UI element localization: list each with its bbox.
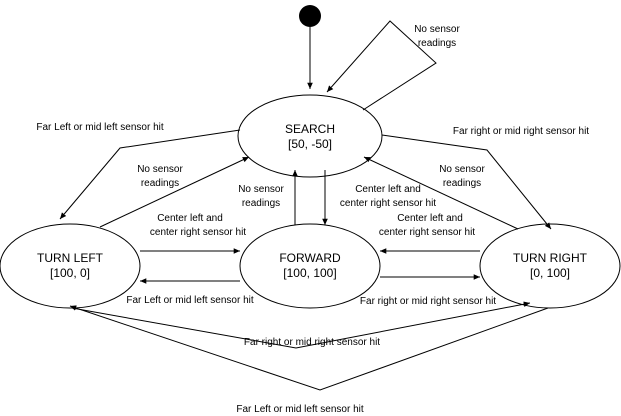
state-turn-left-name: TURN LEFT	[37, 251, 104, 265]
transition-turn-right-to-turn-left: Far Left or mid left sensor hit	[69, 305, 549, 415]
label-turn-right-to-forward-1: Center left and	[397, 213, 463, 224]
label-turn-right-to-search-2: readings	[443, 178, 481, 189]
transition-search-to-forward: Center left and center right sensor hit	[322, 170, 436, 225]
label-search-to-forward-1: Center left and	[355, 184, 421, 195]
label-search-to-forward-2: center right sensor hit	[340, 198, 436, 209]
label-search-self-1: No sensor	[414, 24, 460, 35]
label-turn-left-to-forward-2: center right sensor hit	[150, 227, 246, 238]
transition-search-to-turn-right: Far right or mid right sensor hit	[381, 126, 589, 230]
label-turn-right-to-forward-2: center right sensor hit	[379, 227, 475, 238]
state-search[interactable]: SEARCH [50, -50]	[237, 94, 383, 178]
label-turn-left-to-search-1: No sensor	[137, 164, 183, 175]
state-turn-left[interactable]: TURN LEFT [100, 0]	[0, 223, 141, 309]
transition-search-self: No sensor readings	[326, 20, 460, 111]
transition-turn-right-to-forward: Center left and center right sensor hit	[379, 213, 480, 254]
transition-forward-to-turn-left: Far Left or mid left sensor hit	[126, 278, 254, 306]
initial-state-dot	[299, 5, 321, 27]
label-forward-to-turn-left: Far Left or mid left sensor hit	[126, 295, 253, 306]
state-turn-left-value: [100, 0]	[50, 266, 90, 280]
state-turn-right-value: [0, 100]	[530, 266, 570, 280]
state-search-name: SEARCH	[285, 122, 335, 136]
label-forward-to-search-1: No sensor	[238, 184, 284, 195]
state-forward-name: FORWARD	[279, 251, 341, 265]
label-turn-left-to-search-2: readings	[141, 178, 179, 189]
label-turn-left-to-turn-right: Far right or mid right sensor hit	[244, 337, 380, 348]
label-search-self-2: readings	[418, 38, 456, 49]
label-turn-right-to-search-1: No sensor	[439, 164, 485, 175]
label-search-to-turn-left: Far Left or mid left sensor hit	[36, 122, 163, 133]
label-turn-right-to-turn-left: Far Left or mid left sensor hit	[236, 404, 363, 415]
label-forward-to-search-2: readings	[242, 198, 280, 209]
label-search-to-turn-right: Far right or mid right sensor hit	[453, 126, 589, 137]
state-turn-right[interactable]: TURN RIGHT [0, 100]	[479, 223, 621, 309]
transition-turn-left-to-forward: Center left and center right sensor hit	[140, 213, 246, 254]
transition-turn-left-to-turn-right: Far right or mid right sensor hit	[71, 301, 531, 349]
transition-turn-right-to-search: No sensor readings	[363, 156, 519, 230]
transition-turn-left-to-search: No sensor readings	[99, 156, 250, 228]
transition-search-to-turn-left: Far Left or mid left sensor hit	[36, 122, 241, 220]
state-forward[interactable]: FORWARD [100, 100]	[239, 223, 381, 309]
label-turn-left-to-forward-1: Center left and	[157, 213, 223, 224]
state-forward-value: [100, 100]	[283, 266, 336, 280]
transition-forward-to-turn-right: Far right or mid right sensor hit	[360, 274, 496, 307]
state-search-value: [50, -50]	[288, 137, 332, 151]
transition-forward-to-search: No sensor readings	[238, 170, 298, 225]
label-forward-to-turn-right: Far right or mid right sensor hit	[360, 296, 496, 307]
state-turn-right-name: TURN RIGHT	[513, 251, 588, 265]
